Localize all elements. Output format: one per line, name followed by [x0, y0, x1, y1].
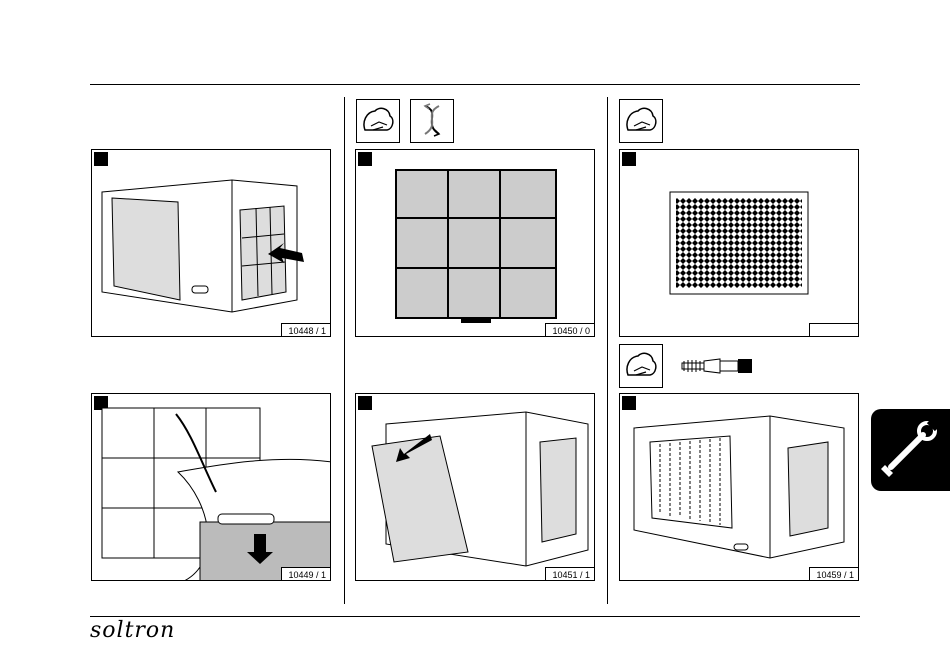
bottom-rule	[90, 616, 860, 617]
figure-code: 10451 / 1	[545, 567, 595, 581]
wipe-cloth-icon	[619, 344, 663, 388]
figure-panel-2: 10449 / 1	[91, 393, 331, 581]
ac-unit-front-drawing	[620, 394, 859, 581]
wipe-cloth-icon	[619, 99, 663, 143]
ac-unit-side-filter-drawing	[92, 150, 331, 337]
column-separator-2	[607, 97, 608, 604]
figure-panel-5	[619, 149, 859, 337]
figure-panel-1: 10448 / 1	[91, 149, 331, 337]
column-separator-1	[344, 97, 345, 604]
figure-code: 10450 / 0	[545, 323, 595, 337]
figure-code: 10449 / 1	[281, 567, 331, 581]
filter-grid-drawing	[356, 150, 595, 337]
figure-code: 10448 / 1	[281, 323, 331, 337]
figure-panel-3: 10450 / 0	[355, 149, 595, 337]
wrench-icon	[871, 409, 950, 491]
mesh-filter-drawing	[620, 150, 859, 337]
figure-code	[809, 323, 859, 337]
figure-code: 10459 / 1	[809, 567, 859, 581]
figure-panel-6: 10459 / 1	[619, 393, 859, 581]
maintenance-section-tab	[871, 409, 950, 491]
top-rule	[90, 84, 860, 85]
filter-detail-drawing	[92, 394, 331, 581]
brand-logo: soltron	[90, 618, 175, 643]
brush-icon	[680, 356, 754, 376]
twist-arrows-icon	[410, 99, 454, 143]
filter-reinsertion-drawing	[356, 394, 595, 581]
figure-panel-4: 10451 / 1	[355, 393, 595, 581]
wipe-cloth-icon	[356, 99, 400, 143]
